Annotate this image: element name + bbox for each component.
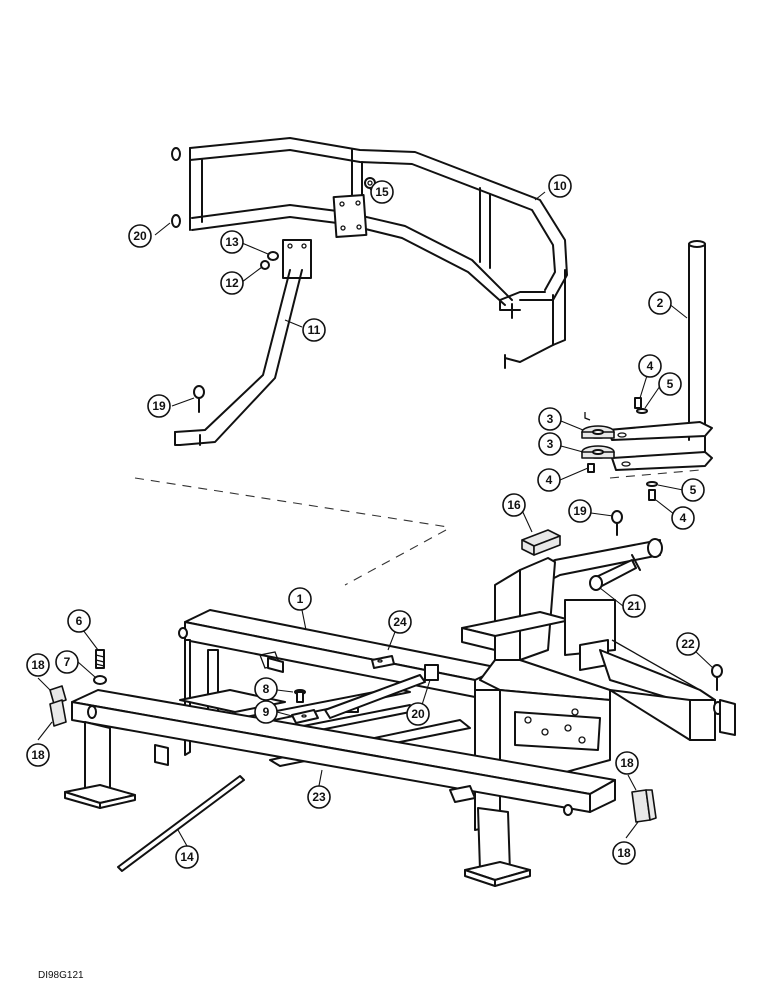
callout-label: 20 <box>133 229 147 243</box>
callout-label: 11 <box>308 323 321 337</box>
callout-3-top: 3 <box>538 407 562 431</box>
callout-label: 18 <box>31 658 45 672</box>
callout-9: 9 <box>254 700 278 724</box>
bolts-washers-post <box>587 397 658 501</box>
callout-18-left-bottom: 18 <box>26 743 50 767</box>
callout-label: 5 <box>690 483 697 497</box>
callout-15: 14 <box>175 845 199 869</box>
callout-13: 13 <box>220 230 244 254</box>
callout-11: 11 <box>302 318 326 342</box>
clamp-plate-part-9 <box>291 709 319 724</box>
callout-3-bottom: 3 <box>538 432 562 456</box>
nut-part-7 <box>93 675 107 685</box>
bolt-washer-parts-12-13 <box>260 251 279 270</box>
callout-label: 18 <box>620 756 634 770</box>
callout-label: 23 <box>312 790 326 804</box>
callout-8: 8 <box>254 677 278 701</box>
callout-label: 1 <box>297 592 304 606</box>
tube-caps-left <box>171 147 181 228</box>
callout-label: 4 <box>647 359 654 373</box>
drawing-code: DI98G121 <box>38 970 84 981</box>
callout-4-mid: 4 <box>537 468 561 492</box>
callout-label: 3 <box>547 412 554 426</box>
legs <box>64 721 531 887</box>
callout-label: 8 <box>263 682 270 696</box>
pin-part-21 <box>589 554 641 591</box>
callout-7: 7 <box>55 650 79 674</box>
front-rail-part-23 <box>71 689 616 816</box>
callout-label: 19 <box>573 504 587 518</box>
callout-label: 24 <box>393 615 407 629</box>
callout-label: 20 <box>411 707 425 721</box>
callout-4-bottom: 4 <box>671 506 695 530</box>
upper-frame-part-10 <box>189 137 568 369</box>
callout-label: 4 <box>680 511 687 525</box>
callout-21: 21 <box>622 594 646 618</box>
callout-16: 16 <box>502 493 526 517</box>
alignment-line <box>344 529 447 586</box>
callout-label: 6 <box>76 614 83 628</box>
callout-label: 16 <box>507 498 521 512</box>
callout-10: 10 <box>548 174 572 198</box>
callout-label: 12 <box>225 276 239 290</box>
callout-label: 18 <box>617 846 631 860</box>
eye-bolt-part-19-left <box>193 385 205 413</box>
rod-part-15 <box>117 775 245 872</box>
bolt-part-6 <box>95 649 105 669</box>
eye-bolt-part-19-right <box>611 510 623 536</box>
callout-6: 6 <box>67 609 91 633</box>
post-part-2 <box>607 240 713 471</box>
callout-label: 4 <box>546 473 553 487</box>
callout-label: 13 <box>225 235 239 249</box>
callout-12: 12 <box>220 271 244 295</box>
callout-label: 2 <box>657 296 664 310</box>
callout-label: 3 <box>547 437 554 451</box>
bushings-part-3 <box>581 412 615 459</box>
callout-19-right: 19 <box>568 499 592 523</box>
eye-bolt-part-22 <box>711 664 723 691</box>
callout-label: 19 <box>152 399 166 413</box>
callout-18-right-top: 18 <box>615 751 639 775</box>
callout-20-top: 20 <box>128 224 152 248</box>
alignment-line <box>609 469 701 479</box>
callout-label: 14 <box>180 850 194 864</box>
callout-14: 15 <box>370 180 394 204</box>
bolt-part-8 <box>294 689 306 703</box>
callout-label: 7 <box>64 655 71 669</box>
blocks-part-18 <box>49 685 657 823</box>
callout-23: 23 <box>307 785 331 809</box>
callout-label: 5 <box>667 377 674 391</box>
callout-18-right-bottom: 18 <box>612 841 636 865</box>
callout-label: 10 <box>553 179 567 193</box>
callout-label: 18 <box>31 748 45 762</box>
callout-19-left: 19 <box>147 394 171 418</box>
callout-5-bottom: 5 <box>681 478 705 502</box>
callout-label: 9 <box>263 705 270 719</box>
callout-label: 21 <box>627 599 641 613</box>
callout-label: 15 <box>375 185 389 199</box>
callout-22: 22 <box>676 632 700 656</box>
callout-label: 22 <box>681 637 695 651</box>
callout-18-left-top: 18 <box>26 653 50 677</box>
support-arm-part-11 <box>174 239 312 446</box>
callout-24: 24 <box>388 610 412 634</box>
callout-20-bottom: 20 <box>406 702 430 726</box>
callout-5-top: 5 <box>658 372 682 396</box>
alignment-line <box>134 477 449 528</box>
callout-1: 1 <box>288 587 312 611</box>
callout-2: 2 <box>648 291 672 315</box>
callout-4-top: 4 <box>638 354 662 378</box>
cap-part-16 <box>521 529 561 556</box>
